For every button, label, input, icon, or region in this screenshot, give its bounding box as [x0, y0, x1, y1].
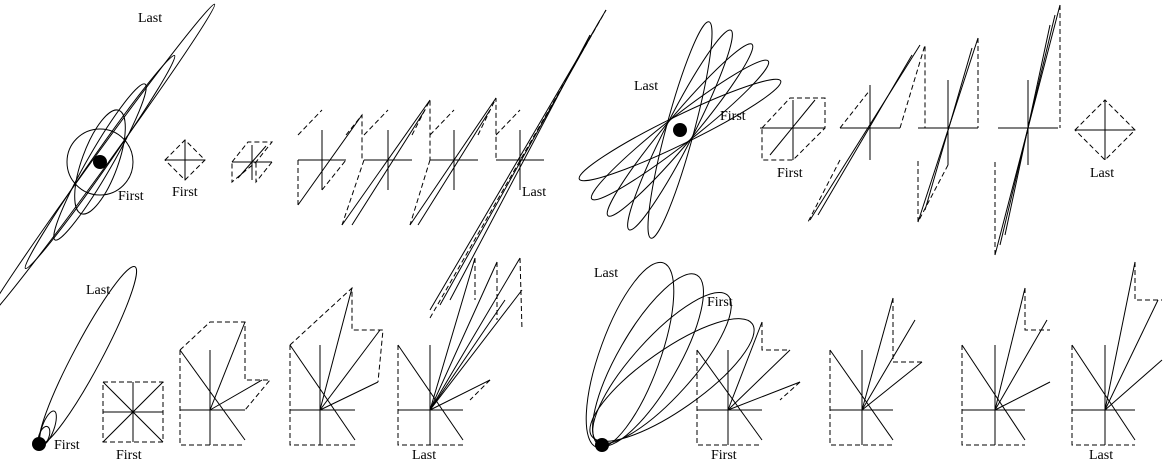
panel-bottom-right: Last First First — [585, 261, 1163, 463]
label-first: First — [777, 166, 803, 181]
glyph-6 — [429, 9, 607, 319]
panel-bottom-left: Last First First — [32, 257, 523, 463]
ellipse-family-top-left — [0, 3, 216, 321]
origin-dot — [595, 438, 609, 452]
label-last: Last — [594, 266, 618, 281]
glyph-1 — [164, 139, 206, 181]
glyph-bl-4 — [397, 257, 523, 446]
glyph-br-1 — [696, 321, 801, 446]
label-last: Last — [634, 79, 658, 94]
glyph-br-4 — [1071, 261, 1163, 446]
ellipse-family-top-right — [578, 21, 782, 239]
glyph-tr-2 — [807, 44, 926, 223]
label-first: First — [707, 295, 733, 310]
label-first: First — [118, 189, 144, 204]
glyph-br-3 — [961, 287, 1051, 446]
glyph-5 — [409, 97, 497, 226]
glyph-tr-5 — [1074, 99, 1136, 161]
ellipse-last — [0, 3, 216, 321]
glyph-br-2 — [829, 297, 923, 446]
origin-dot — [32, 437, 46, 451]
ellipse-family-bottom-right — [585, 261, 755, 452]
label-last: Last — [522, 185, 546, 200]
label-first: First — [172, 185, 198, 200]
glyph-3 — [297, 109, 363, 206]
glyph-bl-2 — [179, 321, 272, 446]
glyph-4 — [341, 99, 431, 226]
glyph-tr-3 — [917, 37, 979, 223]
glyph-bl-1 — [102, 381, 164, 443]
ellipse-4 — [24, 54, 176, 270]
label-first: First — [720, 109, 746, 124]
origin-dot — [93, 155, 107, 169]
label-first: First — [116, 448, 142, 463]
label-first: First — [54, 438, 80, 453]
glyph-tr-4 — [994, 4, 1061, 256]
ellipse-3 — [53, 83, 147, 241]
label-last: Last — [86, 283, 110, 298]
label-first: First — [711, 448, 737, 463]
circle-first — [66, 128, 134, 196]
ellipse-family-bottom-left — [32, 265, 138, 451]
glyph-2 — [231, 141, 274, 184]
origin-dot — [673, 123, 687, 137]
glyph-tr-1 — [760, 97, 826, 161]
panel-top-right: Last First First — [578, 4, 1136, 256]
label-last: Last — [138, 11, 162, 26]
glyph-bl-3 — [289, 286, 384, 446]
panel-top-left: Last First First — [0, 3, 607, 321]
label-last: Last — [412, 448, 436, 463]
label-last: Last — [1090, 166, 1114, 181]
label-last: Last — [1089, 448, 1113, 463]
